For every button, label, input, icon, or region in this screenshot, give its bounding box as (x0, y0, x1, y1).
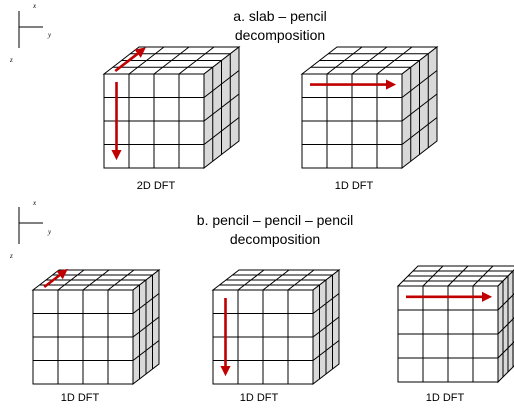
panel-a-axis-x-label: x (32, 2, 37, 10)
cube-b1-caption: 1D DFT (61, 392, 100, 404)
panel-b-title-line1: b. pencil – pencil – pencil (196, 212, 354, 228)
cube-b1-top-depth-line (107, 269, 135, 291)
cube-a2-top-depth-line (376, 46, 413, 75)
cube-a1 (102, 45, 241, 170)
cube-a2 (300, 45, 439, 170)
cube-a1-depth-arrow (114, 47, 146, 73)
cube-a1-caption: 2D DFT (137, 180, 176, 192)
cube-a2-caption: 1D DFT (335, 180, 374, 192)
panel-b-axis-y-label: y (47, 228, 52, 236)
cube-b3-side-face (497, 269, 514, 384)
panel-b-axis-z-label: z (9, 252, 13, 260)
cube-b3-side-depth-line (497, 341, 514, 359)
cube-b3-grid-lines (398, 265, 514, 382)
cube-b1-side-depth-line (132, 340, 160, 361)
cube-b2 (211, 268, 341, 386)
cube-b3-caption: 1D DFT (426, 392, 465, 404)
cube-b1 (31, 268, 161, 386)
cube-b3 (396, 265, 514, 384)
cube-b1-depth-arrow (43, 268, 68, 289)
cube-b2-grid-lines (213, 269, 340, 384)
panel-b-title-line2: decomposition (229, 231, 321, 247)
panel-b-axis-x-label: x (32, 199, 37, 207)
cube-b2-caption: 1D DFT (240, 392, 279, 404)
cube-a1-top-depth-line (178, 46, 215, 75)
panel-a-axis-y-label: y (47, 31, 52, 39)
cube-b2-top-depth-line (287, 269, 315, 291)
panel-a-title-line1: a. slab – pencil (233, 8, 327, 24)
cube-a1-grid-lines (104, 46, 240, 168)
cube-a2-side-depth-line (401, 117, 438, 145)
panel-a-title-line2: decomposition (234, 27, 326, 43)
panel-b-title: b. pencil – pencil – pencil decompositio… (160, 211, 390, 249)
cube-b3-top-depth-line (472, 265, 494, 287)
cube-b1-grid-lines (33, 269, 160, 384)
cube-b2-side-depth-line (312, 340, 340, 361)
cube-a1-side-depth-line (203, 117, 240, 145)
cube-a2-grid-lines (302, 46, 438, 168)
panel-a-axis-z-label: z (9, 56, 13, 64)
panel-a-axes: x y z (9, 2, 52, 64)
panel-a-title: a. slab – pencil decomposition (175, 7, 385, 45)
panel-b-axes: x y z (9, 199, 52, 260)
